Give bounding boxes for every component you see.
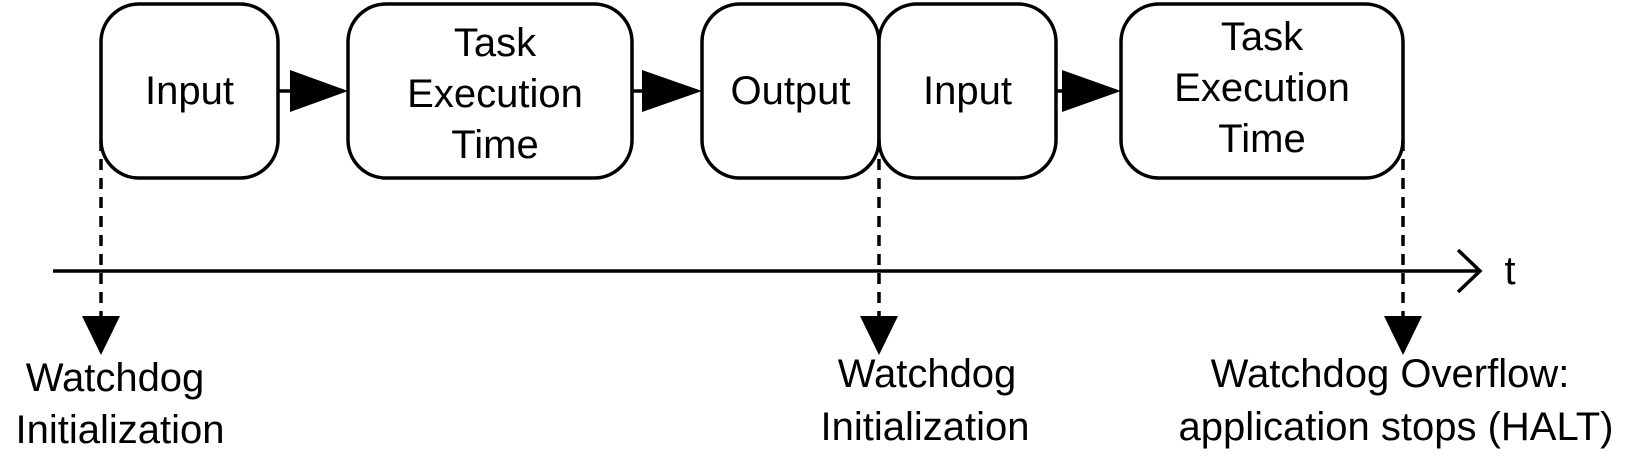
watchdog-overflow-label-line2: application stops (HALT)	[1179, 405, 1614, 449]
watchdog-label-1-line1: Watchdog	[26, 356, 205, 400]
box-label-input-2: Input	[923, 69, 1012, 113]
connector-input-to-task-1	[278, 70, 348, 112]
connector-task-to-output	[632, 70, 702, 112]
watchdog-label-1-line2: Initialization	[15, 408, 224, 452]
box-label-task-1-line2: Execution	[407, 72, 583, 116]
watchdog-marker-3: Watchdog Overflow: application stops (HA…	[1179, 140, 1614, 449]
box-task-execution-time-1: Task Execution Time	[346, 2, 634, 180]
box-output: Output	[700, 2, 881, 180]
box-label-task-1-line1: Task	[454, 21, 537, 65]
box-label-output: Output	[730, 69, 850, 113]
watchdog-label-2-line1: Watchdog	[838, 352, 1017, 396]
time-axis: t	[53, 248, 1516, 294]
box-label-task-1-line3: Time	[451, 123, 538, 167]
box-input-1: Input	[99, 2, 280, 180]
box-label-task-2-line1: Task	[1221, 15, 1304, 59]
watchdog-label-2-line2: Initialization	[820, 405, 1029, 449]
box-label-task-2-line2: Execution	[1174, 66, 1350, 110]
watchdog-marker-2: Watchdog Initialization	[820, 140, 1030, 449]
time-axis-arrowhead	[1456, 248, 1483, 294]
box-label-task-2-line3: Time	[1218, 117, 1305, 161]
watchdog-overflow-label-line1: Watchdog Overflow:	[1211, 352, 1570, 396]
time-axis-label: t	[1504, 249, 1515, 293]
box-input-2: Input	[877, 2, 1058, 180]
connector-input-to-task-2	[1056, 70, 1121, 112]
box-task-execution-time-2: Task Execution Time	[1119, 2, 1405, 180]
watchdog-marker-1: Watchdog Initialization	[15, 140, 225, 452]
box-label-input-1: Input	[145, 69, 234, 113]
